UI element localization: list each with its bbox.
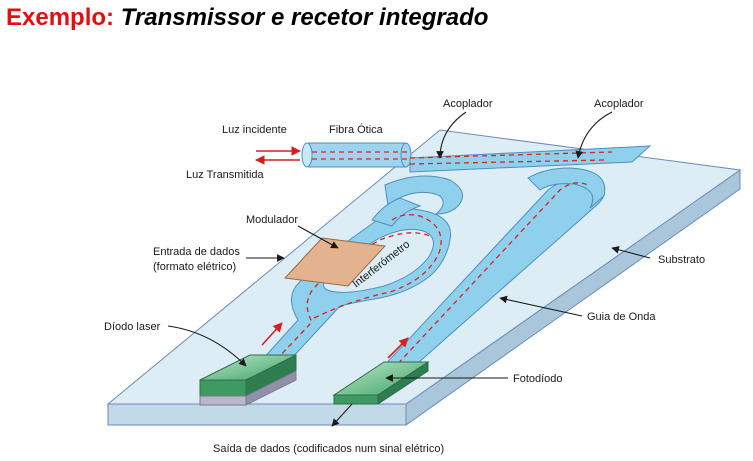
label-fibra-otica: Fibra Ótica bbox=[329, 123, 384, 136]
label-substrato: Substrato bbox=[658, 254, 705, 266]
photodiode bbox=[332, 361, 430, 405]
label-saida: Saída de dados (codificados num sinal el… bbox=[213, 443, 444, 455]
label-diodo-laser: Díodo laser bbox=[104, 321, 161, 333]
label-entrada-line1: Entrada de dados bbox=[153, 246, 240, 258]
label-guia-de-onda: Guia de Onda bbox=[587, 311, 656, 323]
title-prefix: Exemplo: bbox=[6, 4, 115, 31]
slide-title: Exemplo: Transmissor e recetor integrado bbox=[6, 4, 488, 32]
optical-fiber bbox=[301, 142, 412, 168]
label-entrada-line2: (formato elétrico) bbox=[153, 261, 236, 273]
label-modulador: Modulador bbox=[246, 214, 298, 226]
label-luz-transmitida: Luz Transmitida bbox=[186, 169, 265, 181]
leader-arrows bbox=[167, 111, 651, 427]
label-acoplador-left: Acoplador bbox=[443, 98, 493, 110]
label-acoplador-right: Acoplador bbox=[594, 98, 644, 110]
external-light-arrows bbox=[255, 146, 409, 359]
title-main: Transmissor e recetor integrado bbox=[120, 4, 489, 31]
label-luz-incidente: Luz incidente bbox=[222, 124, 287, 136]
label-fotodiodo: Fotodíodo bbox=[513, 373, 563, 385]
laser-diode bbox=[199, 354, 297, 406]
modulator-pad bbox=[283, 237, 387, 287]
